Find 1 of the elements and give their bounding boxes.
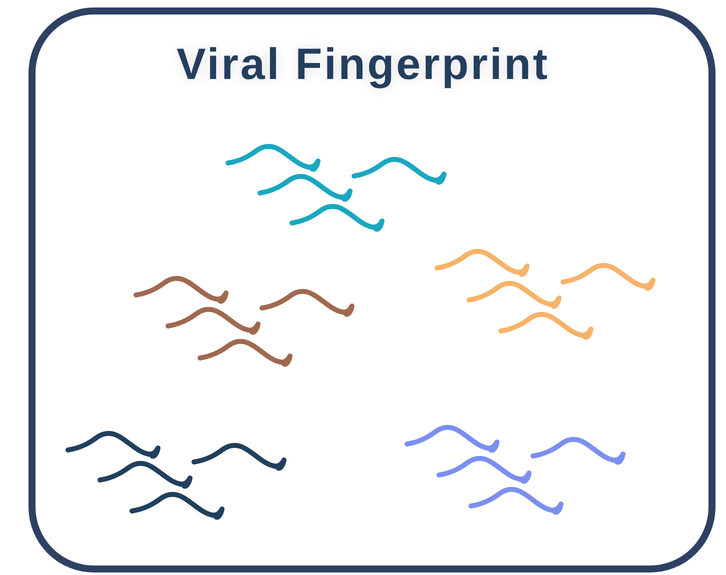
title: Viral Fingerprint xyxy=(176,40,550,89)
